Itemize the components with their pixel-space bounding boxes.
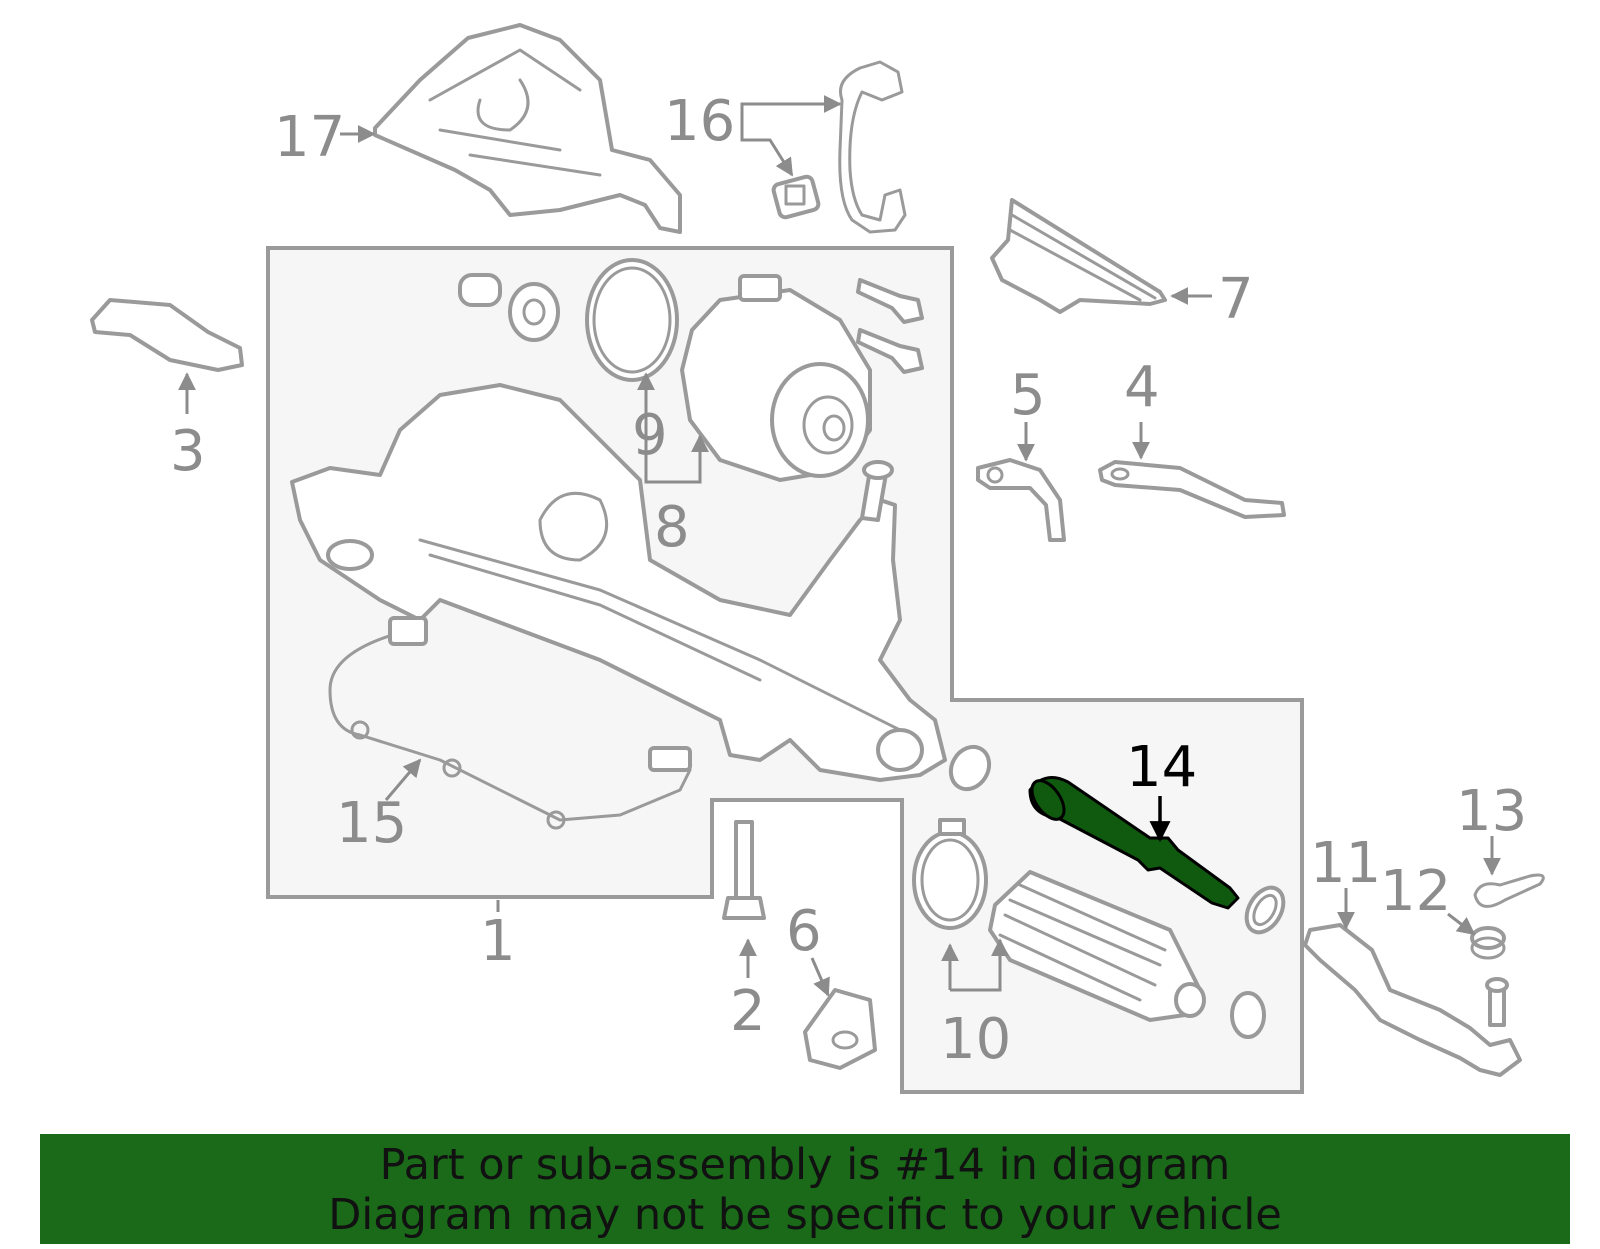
callout-5: 5 — [1010, 363, 1046, 428]
part-17-heat-shield — [373, 23, 682, 234]
part-15-harness — [328, 616, 692, 830]
callout-3: 3 — [170, 419, 206, 484]
part-12-nut — [1470, 926, 1506, 960]
callout-4: 4 — [1124, 355, 1160, 420]
part-9-o-ring — [585, 258, 679, 382]
leader-lines — [178, 95, 1501, 997]
callout-1: 1 — [480, 909, 516, 974]
banner-line-2: Diagram may not be specific to your vehi… — [328, 1190, 1282, 1240]
callout-12: 12 — [1380, 859, 1451, 924]
callout-14-highlighted: 14 — [1126, 735, 1197, 800]
part-11-tie-rod-end — [1303, 923, 1522, 1077]
callout-6: 6 — [786, 899, 822, 964]
part-3-bracket — [90, 298, 244, 372]
callout-15: 15 — [336, 791, 407, 856]
part-2-bolt — [722, 820, 766, 920]
info-banner: Part or sub-assembly is #14 in diagram D… — [40, 1134, 1570, 1244]
part-10-clamp — [912, 818, 1266, 1039]
callout-9: 9 — [632, 403, 668, 468]
callout-7: 7 — [1218, 267, 1254, 332]
part-7-cover — [990, 198, 1167, 314]
part-13-cotter-pin — [1473, 873, 1545, 908]
callout-10: 10 — [940, 1007, 1011, 1072]
callout-8: 8 — [654, 495, 690, 560]
callout-11: 11 — [1310, 831, 1381, 896]
callout-2: 2 — [730, 979, 766, 1044]
callout-17: 17 — [274, 105, 345, 170]
callout-labels: 17 16 7 3 5 4 9 8 1 2 6 15 10 11 12 13 1… — [170, 89, 1527, 1072]
banner-line-1: Part or sub-assembly is #14 in diagram — [379, 1140, 1231, 1190]
part-14-seal — [1244, 885, 1286, 935]
part-4-bracket — [1098, 460, 1286, 519]
part-14-tie-rod-highlighted — [1028, 776, 1240, 910]
part-6-mount — [803, 988, 877, 1070]
callout-13: 13 — [1456, 779, 1527, 844]
part-9-bushing-set — [458, 273, 560, 342]
part-16-harness — [771, 60, 907, 234]
part-5-clamp — [976, 458, 1066, 542]
callout-16: 16 — [664, 89, 735, 154]
part-8-motor — [680, 274, 924, 482]
part-1-steering-gear — [290, 383, 992, 792]
